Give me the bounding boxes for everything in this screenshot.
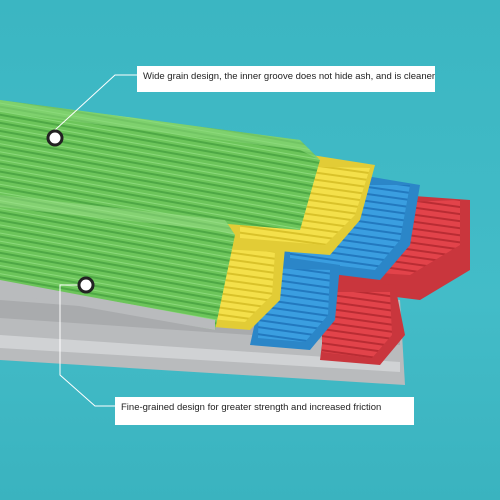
callout-bottom-text: Fine-grained design for greater strength… (115, 397, 414, 425)
callout-leader-bottom (59, 276, 115, 407)
front-red-strip (320, 280, 405, 365)
callout-top-text: Wide grain design, the inner groove does… (137, 66, 435, 92)
back-green-strip (0, 100, 320, 230)
front-green-strip (0, 195, 235, 330)
callout-leader-top (46, 74, 137, 147)
